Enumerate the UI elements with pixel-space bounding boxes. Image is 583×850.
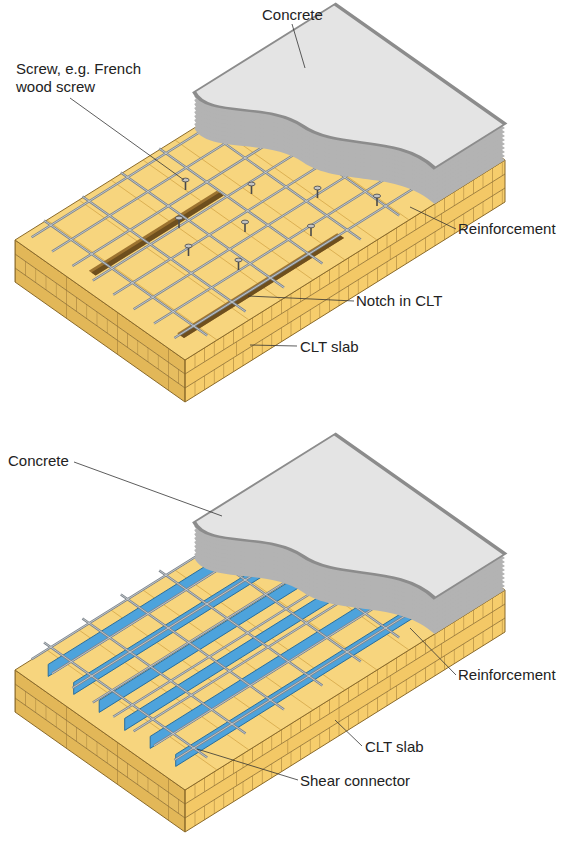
leader-line xyxy=(292,24,305,68)
screw-symbol xyxy=(373,194,380,206)
part-label: Screw, e.g. French wood screw xyxy=(16,60,161,96)
notch-depth xyxy=(180,235,344,338)
clt-connector-slab xyxy=(15,434,505,832)
part-label: Concrete xyxy=(262,6,323,24)
leader-line xyxy=(250,345,297,346)
part-label: CLT slab xyxy=(300,338,359,356)
part-label: Shear connector xyxy=(300,772,410,790)
screw-symbol xyxy=(307,224,314,236)
screw-symbol xyxy=(241,220,248,232)
leader-line xyxy=(197,749,298,780)
leader-line xyxy=(74,462,222,516)
leader-lines xyxy=(74,462,456,780)
screws xyxy=(175,178,380,270)
concrete-layer xyxy=(192,4,505,249)
part-label: Notch in CLT xyxy=(356,292,442,310)
notch-cut xyxy=(89,191,224,276)
leader-line xyxy=(248,296,354,301)
screw-symbol xyxy=(248,182,255,194)
screw-symbol xyxy=(185,244,192,256)
leader-line xyxy=(410,207,456,229)
screw-symbol xyxy=(175,216,182,228)
leader-line xyxy=(335,720,362,746)
concrete-top xyxy=(192,4,505,213)
concrete-top xyxy=(192,434,505,643)
screw-symbol xyxy=(314,186,321,198)
leader-line xyxy=(70,98,184,180)
screw-symbol xyxy=(235,258,242,270)
leader-line xyxy=(410,628,456,675)
part-label: Reinforcement xyxy=(458,666,556,684)
part-label: CLT slab xyxy=(365,738,424,756)
part-label: Reinforcement xyxy=(458,220,556,238)
screw-symbol xyxy=(182,178,189,190)
notch-depth xyxy=(91,193,223,276)
clt-screw-slab xyxy=(15,4,505,402)
concrete-layer xyxy=(192,434,505,679)
part-label: Concrete xyxy=(8,452,69,470)
